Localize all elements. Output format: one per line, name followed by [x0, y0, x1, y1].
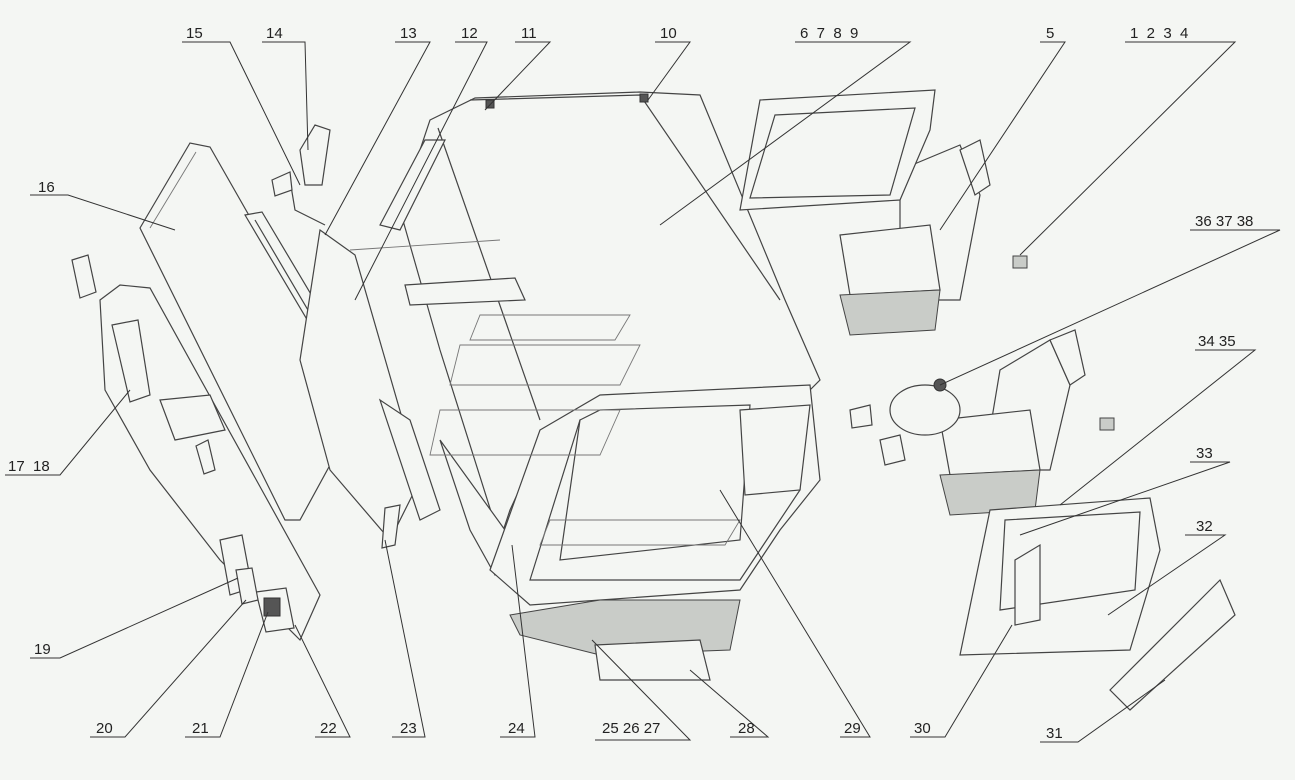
part-14-15-mirror	[271, 124, 331, 226]
callout-labels: 15 14 13 12 11 10 6 7 8 9 5 1 2 3 4 16 3…	[8, 25, 1253, 742]
part-5-seat-upper	[839, 139, 991, 336]
label-33: 33	[1196, 445, 1213, 462]
label-11: 11	[521, 25, 537, 42]
label-25-27: 25 26 27	[602, 720, 660, 737]
part-34-35-seat-lower	[939, 329, 1086, 516]
label-17-18: 17 18	[8, 458, 50, 475]
part-30-33-right-door	[959, 497, 1161, 656]
leader-lines	[5, 41, 1281, 743]
label-28: 28	[738, 720, 755, 737]
label-14: 14	[266, 25, 283, 42]
label-22: 22	[320, 720, 337, 737]
label-21: 21	[192, 720, 209, 737]
label-5: 5	[1046, 25, 1054, 42]
label-20: 20	[96, 720, 113, 737]
part-upper-right-window	[739, 89, 936, 211]
label-16: 16	[38, 179, 55, 196]
part-31-panel	[1109, 578, 1236, 711]
label-19: 19	[34, 641, 51, 658]
label-30: 30	[914, 720, 931, 737]
label-13: 13	[400, 25, 417, 42]
label-1-4: 1 2 3 4	[1130, 25, 1188, 42]
part-24-29-front-frame	[489, 384, 821, 681]
label-32: 32	[1196, 518, 1213, 535]
label-31: 31	[1046, 725, 1063, 742]
part-6-12-cab-body	[349, 91, 821, 576]
label-10: 10	[660, 25, 677, 42]
label-36-38: 36 37 38	[1195, 213, 1253, 230]
part-19-22-small-panels	[219, 534, 295, 633]
label-23: 23	[400, 720, 417, 737]
label-34-35: 34 35	[1198, 333, 1236, 350]
part-25-27-floor-mat	[429, 314, 741, 546]
label-6-9: 6 7 8 9	[800, 25, 858, 42]
part-36-38-steering	[849, 378, 961, 466]
label-15: 15	[186, 25, 203, 42]
part-21-switch	[263, 597, 281, 617]
part-1-4-small-part	[1012, 255, 1115, 431]
label-12: 12	[461, 25, 478, 42]
part-13-23-door-strip	[244, 211, 421, 549]
part-17-18-side-wall	[71, 254, 321, 642]
label-24: 24	[508, 720, 525, 737]
label-29: 29	[844, 720, 861, 737]
